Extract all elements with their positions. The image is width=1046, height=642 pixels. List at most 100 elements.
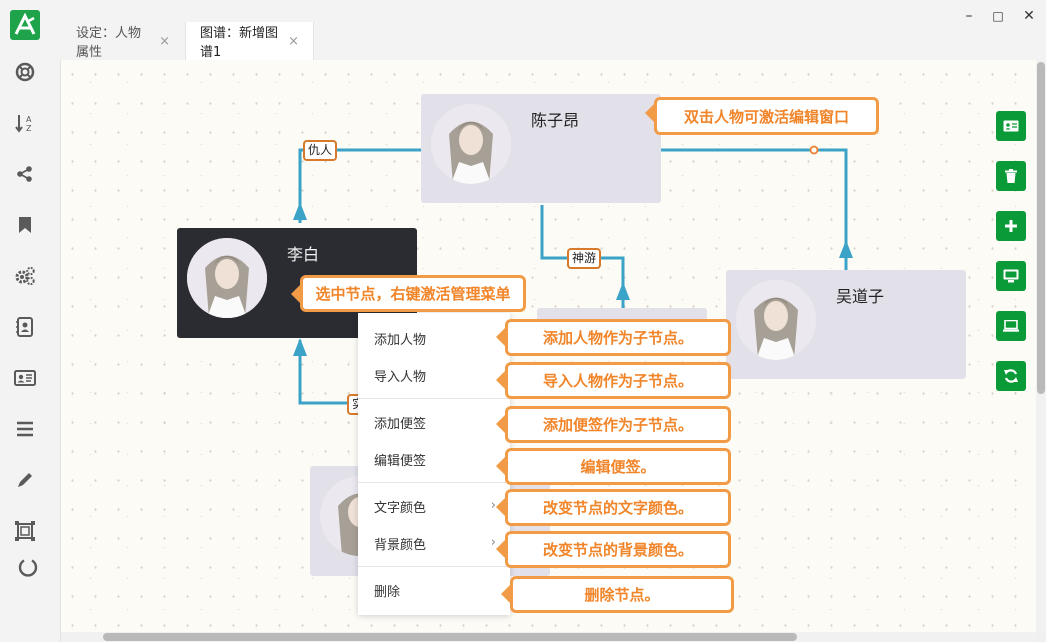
menu-separator (358, 482, 510, 483)
trash-icon (1005, 169, 1017, 183)
callout-pointer (645, 104, 654, 122)
close-window-button[interactable]: ✕ (1023, 8, 1035, 24)
graph-node-wu-dao-zi[interactable]: 吴道子 (726, 270, 966, 379)
edge-arrow (293, 338, 307, 356)
menu-edit-note[interactable]: 编辑便签 (358, 444, 510, 474)
edge-arrow (839, 240, 853, 258)
callout-note: 删除节点。 (510, 576, 734, 613)
monitor-icon (1003, 269, 1019, 283)
callout-note: 编辑便签。 (505, 448, 731, 485)
tab-label: 设定：人物属性 (76, 26, 142, 60)
vertical-scrollbar[interactable] (1036, 60, 1046, 632)
menu-item-label: 添加便签 (374, 416, 427, 432)
callout-pointer (496, 415, 505, 433)
menu-item-label: 编辑便签 (374, 453, 427, 469)
edge-arrow (293, 202, 307, 220)
chevron-right-icon: › (490, 498, 496, 513)
callout-pointer (501, 585, 510, 603)
callout-note: 选中节点，右键激活管理菜单 (300, 275, 526, 312)
menu-separator (358, 566, 510, 567)
callout-note: 双击人物可激活编辑窗口 (654, 97, 879, 135)
tab-label: 图谱：新增图谱1 (200, 26, 279, 60)
character-avatar (736, 280, 816, 360)
laptop-button[interactable] (996, 311, 1026, 341)
menu-lines-icon[interactable] (12, 416, 38, 442)
edge-line-shi (298, 340, 359, 405)
menu-separator (358, 398, 510, 399)
laptop-icon (1003, 320, 1019, 332)
callout-pointer (496, 540, 505, 558)
menu-background-color[interactable]: 背景颜色 › (358, 528, 510, 558)
tab-close-icon[interactable]: × (288, 33, 299, 49)
menu-item-label: 添加人物 (374, 332, 427, 348)
minimize-button[interactable]: – (965, 8, 973, 24)
menu-delete[interactable]: 删除 (358, 575, 510, 605)
gears-icon[interactable] (12, 263, 38, 289)
edge-line-chen-wu (661, 148, 848, 270)
svg-text:A: A (26, 115, 32, 124)
callout-pointer (496, 328, 505, 346)
edge-label[interactable]: 仇人 (303, 140, 338, 161)
horizontal-scrollbar[interactable] (61, 632, 1036, 642)
id-card-icon (1003, 120, 1019, 132)
menu-add-character[interactable]: 添加人物 (358, 323, 510, 353)
refresh-icon (1004, 369, 1018, 383)
tab-close-icon[interactable]: × (159, 33, 170, 49)
maximize-button[interactable]: □ (992, 9, 1004, 23)
edge-line-chou-ren (298, 148, 423, 223)
monitor-button[interactable] (996, 261, 1026, 291)
add-button[interactable] (996, 211, 1026, 241)
character-avatar (431, 104, 511, 184)
character-avatar (187, 238, 267, 318)
bookmark-icon[interactable] (12, 212, 38, 238)
share-icon[interactable] (12, 161, 38, 187)
scrollbar-thumb[interactable] (103, 633, 797, 641)
context-menu: 添加人物 导入人物 添加便签 编辑便签 文字颜色 › 背景颜色 › 删除 (358, 313, 510, 615)
node-name: 李白 (287, 245, 320, 264)
frame-icon[interactable] (12, 518, 38, 544)
menu-item-label: 背景颜色 (374, 537, 427, 553)
callout-pointer (496, 457, 505, 475)
tab-bar: 设定：人物属性 × 图谱：新增图谱1 × – □ ✕ (60, 0, 1046, 60)
menu-item-label: 文字颜色 (374, 500, 427, 516)
contact-book-icon[interactable] (12, 314, 38, 340)
menu-add-note[interactable]: 添加便签 (358, 407, 510, 437)
menu-text-color[interactable]: 文字颜色 › (358, 491, 510, 521)
menu-item-label: 导入人物 (374, 369, 427, 385)
id-card-icon[interactable] (12, 365, 38, 391)
node-name: 陈子昂 (531, 111, 580, 130)
add-icon (1005, 220, 1017, 232)
svg-text:Z: Z (26, 124, 32, 133)
tab-graph-new[interactable]: 图谱：新增图谱1 × (185, 22, 314, 60)
graph-edges (293, 145, 853, 405)
chevron-right-icon: › (490, 535, 496, 550)
id-card-button[interactable] (996, 111, 1026, 141)
callout-pointer (496, 371, 505, 389)
power-icon[interactable] (15, 554, 41, 580)
graph-node-chen-zi-ang[interactable]: 陈子昂 (421, 94, 661, 203)
edge-arrow (616, 282, 630, 300)
menu-item-label: 删除 (374, 584, 401, 600)
menu-import-character[interactable]: 导入人物 (358, 360, 510, 390)
callout-note: 添加人物作为子节点。 (505, 319, 731, 356)
callout-note: 改变节点的背景颜色。 (505, 531, 731, 568)
callout-pointer (291, 285, 300, 303)
pencil-icon[interactable] (12, 467, 38, 493)
node-name: 吴道子 (836, 287, 885, 306)
callout-note: 添加便签作为子节点。 (505, 406, 731, 443)
callout-note: 改变节点的文字颜色。 (505, 489, 731, 526)
trash-button[interactable] (996, 161, 1026, 191)
callout-note: 导入人物作为子节点。 (505, 362, 731, 399)
scrollbar-thumb[interactable] (1037, 62, 1045, 394)
lifebuoy-icon[interactable] (12, 59, 38, 85)
tab-settings-character[interactable]: 设定：人物属性 × (62, 22, 184, 60)
app-logo (10, 10, 40, 40)
graph-canvas[interactable]: 陈子昂 李白 吴道子 仇人 神游 实 添加人物 (61, 60, 1036, 632)
callout-pointer (496, 498, 505, 516)
refresh-button[interactable] (996, 361, 1026, 391)
edge-label[interactable]: 神游 (567, 248, 602, 269)
edge-handle (809, 145, 819, 155)
